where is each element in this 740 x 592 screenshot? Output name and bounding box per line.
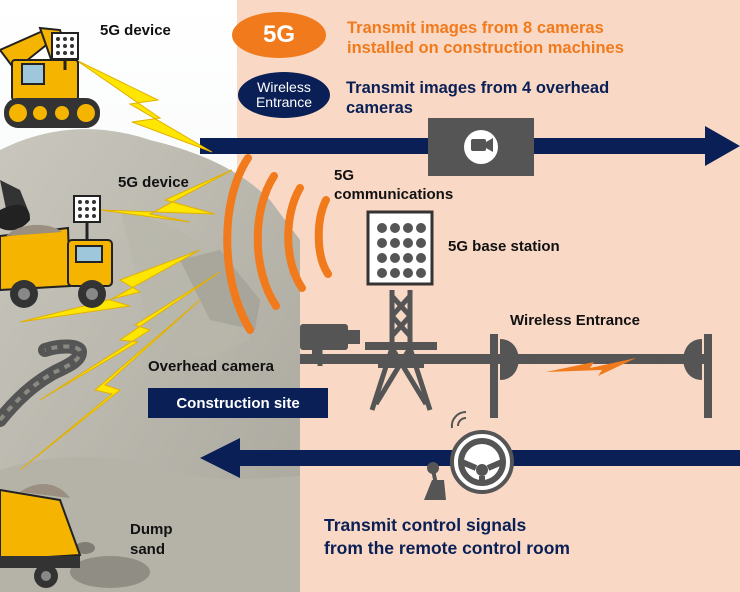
5g-legend-line2: installed on construction machines (347, 39, 624, 57)
wireless-badge-line2: Entrance (255, 94, 313, 110)
5g-device-label-top: 5G device (100, 22, 171, 39)
antenna-panel-icon (366, 210, 434, 286)
5g-badge-label: 5G (262, 21, 295, 48)
construction-site-label: Construction site (176, 394, 300, 412)
lightning-icon (19, 59, 233, 471)
construction-site-tag: Construction site (148, 388, 328, 418)
dish-antenna-icon (656, 334, 712, 418)
5g-legend-text: Transmit images from 8 cameras installed… (347, 18, 624, 58)
5g-wave-icon (223, 154, 332, 334)
dump-line1: Dump (130, 521, 173, 538)
5g-device-label-mid: 5G device (118, 174, 189, 191)
wireless-entrance-label: Wireless Entrance (510, 312, 640, 329)
dump-truck-icon (0, 224, 113, 308)
camera-icon (300, 324, 360, 360)
control-signals-label: Transmit control signals from the remote… (324, 514, 570, 560)
steering-wheel-icon (450, 410, 514, 494)
wireless-badge-line1: Wireless (257, 79, 311, 95)
excavator-icon (0, 26, 100, 128)
5g-communications-label: 5G communications (334, 166, 453, 204)
sand-rock (75, 542, 95, 554)
sand-pile (70, 556, 150, 588)
haul-road-line (0, 344, 83, 422)
wireless-legend-line1: Transmit images from 4 overhead (346, 79, 610, 97)
loader-arm (0, 180, 30, 231)
5g-base-station-label: 5G base station (448, 238, 560, 255)
5g-legend-line1: Transmit images from 8 cameras (347, 19, 604, 37)
quarry-slope (120, 210, 250, 360)
control-line2: from the remote control room (324, 538, 570, 558)
dish-antenna-icon (490, 334, 536, 418)
communications-line2: communications (334, 186, 454, 203)
wireless-entrance-badge: Wireless Entrance (238, 72, 330, 118)
wireless-legend-text: Transmit images from 4 overhead cameras (346, 78, 609, 118)
5g-badge: 5G (232, 12, 326, 58)
communications-line1: 5G (334, 167, 355, 184)
joystick-icon (424, 462, 446, 500)
dump-sand-label: Dump sand (130, 520, 173, 560)
wireless-legend-line2: cameras (346, 99, 413, 117)
dump-truck-icon (0, 484, 82, 588)
control-line1: Transmit control signals (324, 515, 527, 535)
antenna-panel-icon (73, 195, 101, 240)
antenna-panel-icon (51, 32, 79, 70)
overhead-camera-label: Overhead camera (148, 358, 274, 375)
dump-line2: sand (130, 541, 166, 558)
